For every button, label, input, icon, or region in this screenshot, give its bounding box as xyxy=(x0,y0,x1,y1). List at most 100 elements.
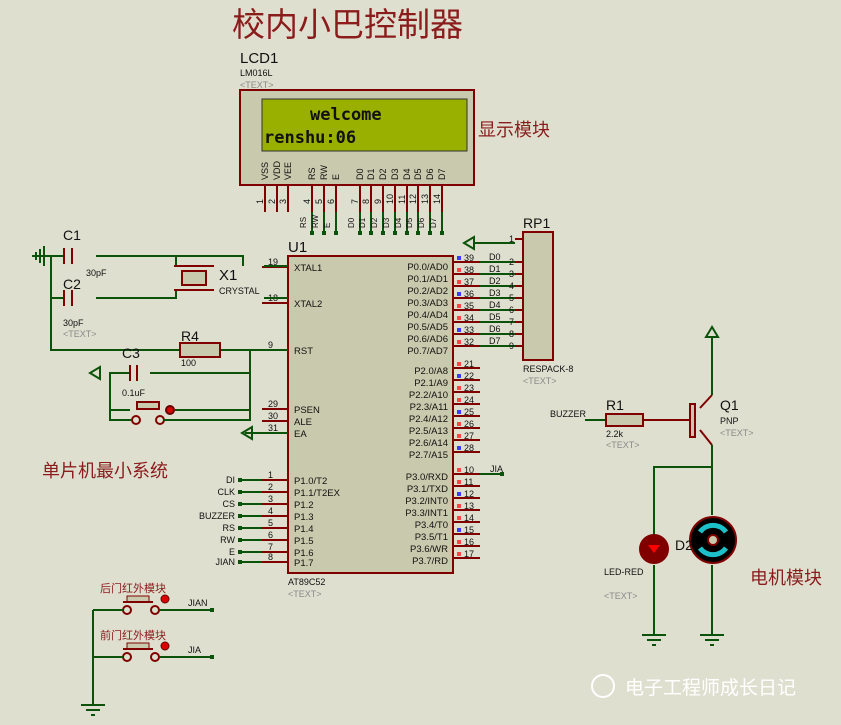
u1-pin-number: 26 xyxy=(464,419,474,429)
lcd-pin-name: VEE xyxy=(283,162,293,180)
net-label: D1 xyxy=(489,264,501,274)
lcd-pin-number: 14 xyxy=(432,194,442,204)
net-terminal xyxy=(393,231,397,235)
button-actuator[interactable] xyxy=(160,641,170,651)
lcd1[interactable]: LCD1 LM016L <TEXT> welcome renshu:06 VSS… xyxy=(239,50,475,235)
u1-pin-number: 39 xyxy=(464,253,474,263)
pin-marker xyxy=(457,516,461,520)
d2-part: LED-RED xyxy=(604,567,644,577)
net-label: E xyxy=(229,547,235,557)
u1-pin-name: P0.6/AD6 xyxy=(407,334,448,345)
u1-pin-number: 11 xyxy=(464,477,473,487)
net-terminal xyxy=(310,231,314,235)
u1-pin-number: 10 xyxy=(464,465,474,475)
lcd-pin-name: RW xyxy=(319,165,329,180)
u1-pin-number: 12 xyxy=(464,489,474,499)
pin-marker xyxy=(457,468,461,472)
lcd-pin-number: 13 xyxy=(420,194,430,204)
net-terminal xyxy=(405,231,409,235)
lcd-net-label: D6 xyxy=(417,217,426,228)
u1-microcontroller[interactable]: U1 AT89C52 <TEXT> XTAL119XTAL218RST9PSEN… xyxy=(199,239,523,599)
u1-pin-number: 1 xyxy=(268,470,273,480)
c2-value: 30pF xyxy=(63,318,84,328)
u1-pin-number: 38 xyxy=(464,265,474,275)
u1-pin-number: 19 xyxy=(268,257,278,267)
rp1-pin-number: 1 xyxy=(509,234,514,244)
net-terminal xyxy=(238,478,242,482)
u1-pin-number: 36 xyxy=(464,289,474,299)
lcd-net-label: D3 xyxy=(382,217,391,228)
u1-pin-name: P3.4/T0 xyxy=(415,520,448,531)
u1-pin-name: P1.3 xyxy=(294,512,314,523)
reset-button-actuator[interactable] xyxy=(165,405,175,415)
u1-pin-name: P0.1/AD1 xyxy=(407,274,448,285)
lcd-pin-number: 12 xyxy=(408,194,418,204)
u1-pin-name: P3.5/T1 xyxy=(415,532,448,543)
net-label: D7 xyxy=(489,336,501,346)
u1-pin-number: 33 xyxy=(464,325,474,335)
pin-marker xyxy=(457,552,461,556)
net-label: RS xyxy=(222,523,235,533)
lcd-pin-number: 11 xyxy=(397,195,407,204)
lcd-net-label: D5 xyxy=(405,217,414,228)
u1-pin-name: P1.0/T2 xyxy=(294,476,327,487)
lcd-pin-number: 3 xyxy=(278,199,288,204)
net-label: JIA xyxy=(490,464,503,474)
u1-pin-name: P1.2 xyxy=(294,500,314,511)
u1-pin-name: P0.0/AD0 xyxy=(407,262,448,273)
u1-pin-number: 6 xyxy=(268,530,273,540)
lcd-pin-number: 9 xyxy=(373,199,383,204)
lcd-pin-name: D0 xyxy=(355,168,365,180)
pin-marker xyxy=(457,292,461,296)
lcd-pin-name: D1 xyxy=(366,168,376,180)
u1-pin-number: 17 xyxy=(464,549,474,559)
u1-pin-name: P2.7/A15 xyxy=(409,450,448,461)
button-actuator[interactable] xyxy=(160,594,170,604)
u1-body xyxy=(287,255,454,574)
pin-marker xyxy=(457,504,461,508)
u1-pin-name: P1.4 xyxy=(294,524,314,535)
lcd-pin-name: VDD xyxy=(272,160,282,180)
u1-pin-name: P0.2/AD2 xyxy=(407,286,448,297)
lcd-net-label: D1 xyxy=(358,217,367,228)
pin-marker xyxy=(457,398,461,402)
pin-marker xyxy=(457,446,461,450)
net-label: D0 xyxy=(489,252,501,262)
c1-value: 30pF xyxy=(86,268,107,278)
net-terminal xyxy=(238,550,242,554)
lcd-net-label: D4 xyxy=(394,217,403,228)
r1-net-label: BUZZER xyxy=(550,409,587,419)
lcd-pin-number: 1 xyxy=(255,199,265,204)
net-terminal xyxy=(322,231,326,235)
rp1-pin-number: 5 xyxy=(509,293,514,303)
rp1-pin-number: 6 xyxy=(509,305,514,315)
u1-pin-number: 2 xyxy=(268,482,273,492)
pin-marker xyxy=(457,268,461,272)
d2-text-placeholder: <TEXT> xyxy=(604,591,638,601)
wechat-icon xyxy=(591,674,615,698)
net-terminal xyxy=(238,502,242,506)
pin-marker xyxy=(457,328,461,332)
lcd-pin-number: 5 xyxy=(314,199,324,204)
rp1-pin-number: 8 xyxy=(509,329,514,339)
lcd-pin-name: D5 xyxy=(413,168,423,180)
net-label: RW xyxy=(220,535,235,545)
pin-marker xyxy=(457,280,461,284)
pin-marker xyxy=(457,374,461,378)
u1-pin-number: 30 xyxy=(268,411,278,421)
rp1-part: RESPACK-8 xyxy=(523,364,573,374)
rp1-pin-number: 2 xyxy=(509,257,514,267)
c2-text-placeholder: <TEXT> xyxy=(63,329,97,339)
u1-pin-name: P1.1/T2EX xyxy=(294,488,341,499)
u1-pin-name: ALE xyxy=(294,417,312,428)
x1-ref: X1 xyxy=(219,267,237,284)
pin-marker xyxy=(457,340,461,344)
net-label: D4 xyxy=(489,300,501,310)
rp1-pin-number: 9 xyxy=(509,341,514,351)
u1-pin-number: 7 xyxy=(268,542,273,552)
